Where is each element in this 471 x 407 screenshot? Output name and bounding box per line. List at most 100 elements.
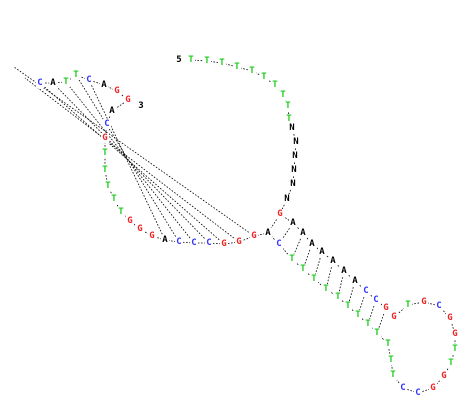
nucleotide-G: G [452,329,457,339]
backbone-link [302,268,315,280]
nucleotide-background [289,179,297,189]
nucleotide-background [260,72,268,82]
nucleotide-A: A [162,235,168,245]
nucleotide-T: T [388,355,394,365]
nucleotide-T: T [452,344,458,354]
nucleotide-T: T [280,90,286,100]
nucleotide-background [299,264,307,274]
nucleotide-C: C [415,388,420,398]
backbone-link [291,258,304,270]
base-pair-bond [75,74,180,243]
nucleotide-background [264,228,272,238]
backbone-link [294,141,297,157]
nucleotide-A: A [265,228,271,238]
backbone-link [365,290,377,301]
nucleotide-T: T [385,339,391,349]
nucleotide-T: T [323,284,329,294]
backbone-link [75,74,90,81]
nucleotide-background [429,383,437,393]
nucleotide-background [279,90,287,100]
nucleotide-T: T [219,58,225,68]
nucleotide-T: T [448,358,454,368]
base-pair-bond [39,82,225,245]
nucleotide-background [284,101,292,111]
nucleotide-background [292,137,300,147]
nucleotide-background [175,237,183,247]
nucleotide-G: G [114,86,119,96]
nucleotide-background [440,371,448,381]
nucleotide-T: T [405,300,411,310]
nucleotide-A: A [309,239,315,249]
backbone-link [139,228,153,237]
nucleotide-C: C [37,78,42,88]
nucleotide-background [72,70,80,80]
backbone-link [337,296,349,307]
nucleotide-background [329,256,337,266]
nucleotide-background [283,194,291,204]
backbone-link [116,90,129,101]
nucleotide-background [101,133,109,143]
nucleotide-background [235,237,243,247]
nucleotide-background [124,95,132,105]
backbone-link [450,348,456,364]
nucleotide-T: T [73,70,79,80]
nucleotide-background [203,56,211,66]
backbone-link [292,169,295,185]
nucleotide-N: N [290,179,295,189]
nucleotide-background [104,181,112,191]
nucleotide-background [420,297,428,307]
nucleotide-background [276,209,284,219]
nucleotide-C: C [373,295,378,305]
nucleotide-background [387,355,395,365]
nucleotide-background [108,106,116,116]
nucleotide-G: G [391,312,396,322]
nucleotide-G: G [125,95,130,105]
nucleotide-background [308,239,316,249]
nucleotide-G: G [383,303,388,313]
nucleotide-background [49,78,57,88]
nucleotide-background [404,300,412,310]
nucleotide-background [290,165,298,175]
nucleotide-A: A [101,80,107,90]
backbone-link [106,110,113,125]
nucleotide-background [117,207,125,217]
backbone-link [347,305,359,316]
backbone-link [151,235,166,241]
backbone-link [107,185,115,200]
backbone-link [302,232,313,245]
nucleotide-G: G [236,237,241,247]
backbone-link [113,198,122,213]
nucleotide-N: N [284,194,289,204]
nucleotide-A: A [109,106,115,116]
nucleotide-C: C [363,286,368,296]
backbone-link [253,232,269,237]
nucleotide-T: T [261,72,267,82]
nucleotide-G: G [221,239,226,249]
nucleotide-T: T [249,66,255,76]
nucleotide-T: T [234,62,240,72]
nucleotide-background [288,123,296,133]
nucleotide-background [233,62,241,72]
nucleotide-background [390,312,398,322]
nucleotide-background [344,301,352,311]
nucleotide-G: G [251,231,256,241]
nucleotide-C: C [104,119,109,129]
nucleotide-background [389,370,397,380]
nucleotide-background [291,151,299,161]
five-prime-label: 5 [176,55,181,65]
nucleotide-background [136,224,144,234]
nucleotide-T: T [311,274,317,284]
backbone-link [263,76,276,86]
nucleotide-G: G [421,297,426,307]
nucleotide-background [299,228,307,238]
backbone-link [357,314,369,325]
nucleotide-T: T [285,101,291,111]
nucleotide-T: T [105,181,111,191]
base-pair-bond [52,82,210,244]
nucleotide-background [36,78,44,88]
nucleotide-background [250,231,258,241]
nucleotide-C: C [206,238,211,248]
backbone-link [206,60,223,64]
nucleotide-C: C [400,383,405,393]
